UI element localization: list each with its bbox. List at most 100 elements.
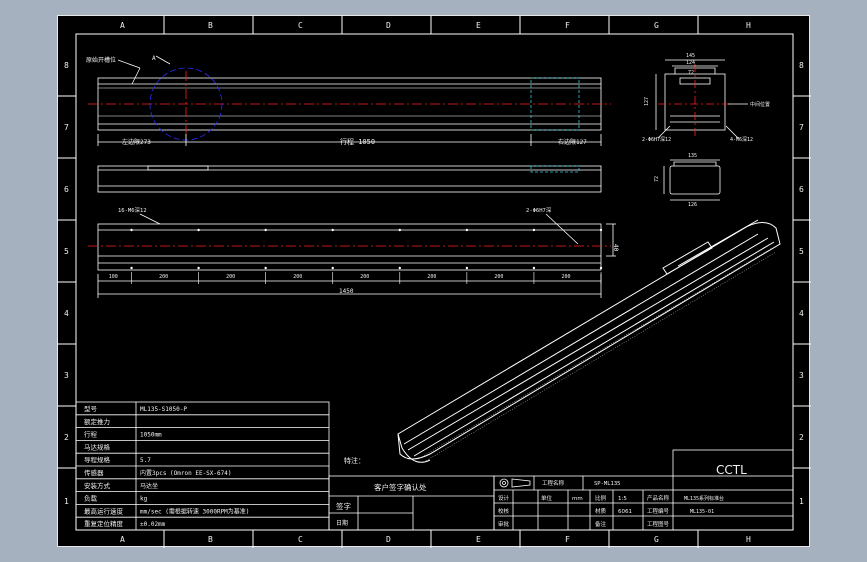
hole-marker <box>197 228 200 232</box>
title-cell: 6061 <box>618 509 632 515</box>
dim-height: 40 <box>612 244 619 252</box>
row-label-right: 4 <box>799 309 804 318</box>
drawing-name-label: 工程名称 <box>542 479 565 487</box>
grid-ticks <box>58 16 811 548</box>
dim-end-inner: 124 <box>686 60 695 66</box>
row-label-right: 3 <box>799 371 804 380</box>
end-view <box>655 59 748 139</box>
drawing-title: ML135系列标准台 <box>684 495 724 502</box>
hole-marker <box>599 228 603 232</box>
title-cell: 材质 <box>595 507 607 515</box>
spec-value: 马达坐 <box>140 482 158 490</box>
row-label-left: 1 <box>64 497 69 506</box>
hole-marker <box>465 228 469 232</box>
spec-value: ML135-S1050-P <box>140 406 187 413</box>
spec-value: 5.7 <box>140 457 151 464</box>
column-label-top: E <box>476 21 481 30</box>
column-label-bottom: A <box>120 535 125 544</box>
spec-label: 最高运行速度 <box>84 506 124 515</box>
hole-marker <box>331 228 334 232</box>
pitch-label: 200 <box>293 274 302 280</box>
hole-marker <box>398 228 401 232</box>
row-label-left: 5 <box>64 247 69 256</box>
column-label-top: A <box>120 21 125 30</box>
isometric-view <box>397 219 781 463</box>
hole-marker <box>197 266 200 270</box>
column-label-bottom: C <box>298 535 303 544</box>
date-label: 日期 <box>336 519 348 527</box>
hole-marker <box>599 266 603 270</box>
title-cell: 备注 <box>595 520 607 528</box>
label-m6-holes: 16-M6深12 <box>118 206 147 214</box>
dim-left-limit: 左边限273 <box>122 138 151 146</box>
label-detail-a: A <box>152 55 156 62</box>
row-label-left: 7 <box>64 123 69 132</box>
title-cell: 1:5 <box>618 496 627 502</box>
inner-border <box>75 33 794 531</box>
drawing-number: ML135-01 <box>690 509 714 515</box>
customer-confirm-label: 客户签字确认处 <box>374 482 427 492</box>
spec-label: 重复定位精度 <box>84 519 124 528</box>
dim-section-bottom: 126 <box>688 202 697 208</box>
title-cell: 单位 <box>541 494 553 502</box>
spec-table-grid <box>75 401 330 531</box>
hole-marker <box>130 266 133 270</box>
label-middle-position: 中间位置 <box>750 101 770 108</box>
sheet-frame <box>58 16 811 548</box>
sign-label: 签字 <box>336 501 351 511</box>
dim-overall: 1450 <box>339 288 354 295</box>
section-view <box>663 159 721 201</box>
row-label-right: 6 <box>799 185 804 194</box>
spec-label: 负载 <box>84 494 98 503</box>
hole-marker <box>264 228 267 232</box>
title-cell: mm <box>572 496 583 502</box>
spec-label: 行程 <box>84 430 98 439</box>
spec-value: mm/sec (需根据转速 3000RPM为基准) <box>140 507 249 515</box>
dim-end-slot: 72 <box>688 70 694 76</box>
spec-label: 导程规格 <box>84 455 111 464</box>
hole-marker <box>398 266 401 270</box>
title-cell: 设计 <box>498 494 510 502</box>
side-view <box>97 165 602 193</box>
hole-marker <box>331 266 334 270</box>
dim-section-top: 135 <box>688 153 697 159</box>
spec-label: 型号 <box>84 404 98 413</box>
company-name: CCTL <box>716 463 747 477</box>
hole-marker <box>264 266 267 270</box>
column-label-bottom: D <box>386 535 391 544</box>
title-cell: 工程图号 <box>647 520 670 528</box>
bottom-view <box>88 213 616 298</box>
spec-value: 1050mm <box>140 432 162 439</box>
pitch-label: 100 <box>109 274 118 280</box>
hole-marker <box>465 266 469 270</box>
title-cell: 审批 <box>498 520 510 528</box>
hole-marker <box>532 266 536 270</box>
spec-value: ±0.02mm <box>140 521 166 528</box>
hole-marker <box>130 228 133 232</box>
row-label-left: 3 <box>64 371 69 380</box>
column-label-top: C <box>298 21 303 30</box>
dim-right-limit: 右边限127 <box>558 138 587 146</box>
top-view <box>88 55 611 146</box>
drawing-name: SP-ML135 <box>594 481 621 487</box>
title-cell: 比例 <box>595 494 607 502</box>
row-label-left: 6 <box>64 185 69 194</box>
column-label-top: H <box>746 21 751 30</box>
row-label-right: 2 <box>799 433 804 442</box>
spec-label: 马达规格 <box>84 442 111 451</box>
column-label-top: B <box>208 21 213 30</box>
row-label-left: 8 <box>64 61 69 70</box>
pitch-label: 200 <box>226 274 235 280</box>
dim-stroke: 行程 1050 <box>340 137 375 146</box>
mounting-holes <box>130 228 603 284</box>
label-end-thread: 4-M6深12 <box>730 136 753 143</box>
column-label-top: F <box>565 21 570 30</box>
